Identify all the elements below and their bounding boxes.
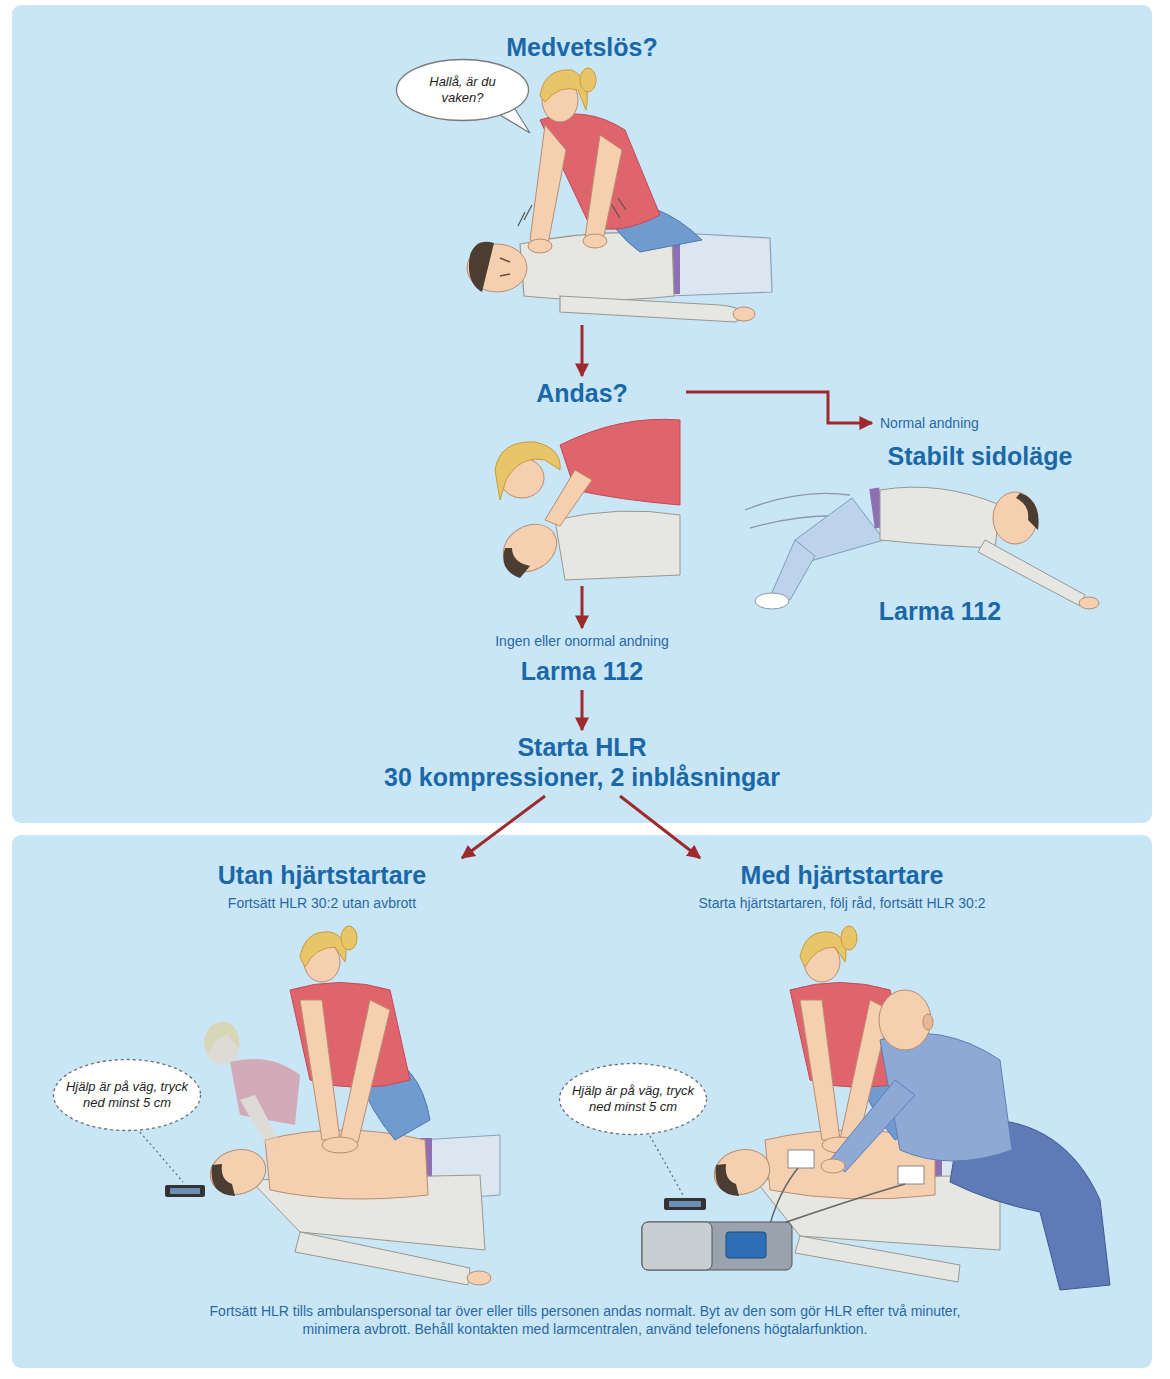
illustration-part <box>800 932 846 967</box>
illustration-part <box>788 1150 814 1168</box>
speech-text: Hallå, är du vaken? <box>413 74 513 106</box>
step-box: Medvetslös? Hallå, är du vaken? <box>390 28 785 325</box>
illustration-part <box>340 1000 390 1142</box>
footer-note: Fortsätt HLR tills ambulanspersonal tar … <box>180 1302 990 1338</box>
illustration-part <box>664 1198 706 1210</box>
illustration-part <box>923 1014 933 1030</box>
illustration-part <box>800 1000 840 1140</box>
step-note: Ingen eller onormal andning <box>495 632 669 650</box>
step-heading: Utan hjärtstartare <box>218 860 426 890</box>
step-note: Fortsätt HLR 30:2 utan avbrott <box>228 894 416 912</box>
illustration-part <box>500 258 510 276</box>
illustration-part <box>770 540 815 600</box>
step-heading: Starta HLR <box>517 732 646 762</box>
illustration-part <box>341 926 357 950</box>
illustration-part <box>495 442 560 500</box>
flow-arrow <box>620 796 700 858</box>
illustration-part <box>495 515 565 581</box>
illustration-part <box>1016 493 1039 530</box>
step-heading: Larma 112 <box>521 656 643 686</box>
step-heading: Larma 112 <box>879 596 1001 626</box>
illustration-part <box>322 1137 358 1153</box>
illustration-part <box>978 540 1085 606</box>
illustration-part <box>204 1022 300 1148</box>
illustration-part <box>795 1236 960 1282</box>
illustration-part <box>265 1130 428 1199</box>
illustration-part <box>585 135 622 240</box>
illustration-part <box>642 1222 712 1270</box>
illustration-part <box>583 234 607 248</box>
illustration-part <box>642 1222 792 1270</box>
illustration-part <box>841 926 857 950</box>
flow-arrow <box>581 325 584 376</box>
illustration-part <box>205 1144 270 1201</box>
cpr-with-aed-figure <box>642 926 1110 1290</box>
speech-bubble: Hjälp är på väg, tryck ned minst 5 cm <box>558 1062 708 1136</box>
recovery-position-figure <box>745 487 1099 609</box>
step-heading: Medvetslös? <box>506 32 657 62</box>
illustration-part <box>518 198 626 226</box>
step-heading: Andas? <box>536 378 628 408</box>
step-heading: 30 kompressioner, 2 inblåsningar <box>384 762 780 792</box>
illustration-part <box>745 493 850 510</box>
flow-arrow <box>686 392 872 423</box>
illustration-part <box>300 932 346 967</box>
illustration-part <box>733 307 755 321</box>
illustration-part <box>770 1168 905 1226</box>
illustration-part <box>821 1159 845 1173</box>
step-box: Med hjärtstartareStarta hjärtstartaren, … <box>555 858 1125 1298</box>
illustration-part <box>560 296 748 322</box>
illustration-part <box>709 1144 774 1201</box>
step-box: Andas? <box>478 376 686 586</box>
illustration-part <box>503 548 530 578</box>
bubble-ellipse <box>560 1064 707 1135</box>
step-box: Starta HLR30 kompressioner, 2 inblåsning… <box>330 730 834 796</box>
illustration-part <box>530 125 566 244</box>
illustration-part <box>165 1185 205 1197</box>
step-heading: Med hjärtstartare <box>741 860 944 890</box>
flow-arrow <box>581 690 584 730</box>
illustration-part <box>880 487 1000 548</box>
illustration-part <box>240 1095 280 1148</box>
illustration-part <box>204 1022 239 1055</box>
illustration-part <box>1079 597 1099 609</box>
illustration-part <box>170 1188 200 1194</box>
illustration-part <box>300 1000 340 1140</box>
check-breathing-figure <box>495 419 680 581</box>
illustration-part <box>580 68 596 92</box>
illustration-part <box>830 1080 915 1172</box>
illustration-part <box>295 1232 470 1285</box>
illustration-part <box>555 511 680 580</box>
illustration-part <box>469 242 494 292</box>
step-box: Ingen eller onormal andningLarma 112 <box>440 628 724 690</box>
illustration-part <box>650 1136 683 1195</box>
flow-arrow <box>462 796 545 858</box>
step-box: Utan hjärtstartareFortsätt HLR 30:2 utan… <box>50 858 520 1298</box>
illustration-part <box>669 1201 701 1207</box>
illustration-part <box>898 1166 924 1184</box>
speech-bubble: Hjälp är på väg, tryck ned minst 5 cm <box>52 1058 202 1132</box>
step-heading: Stabilt sidoläge <box>888 441 1073 471</box>
speech-bubble: Hallå, är du vaken? <box>395 58 530 122</box>
illustration-part <box>140 1132 183 1182</box>
step-note: Starta hjärtstartaren, följ råd, fortsät… <box>698 894 985 912</box>
illustration-part <box>715 1164 739 1196</box>
illustration-part <box>545 470 592 526</box>
illustration-part <box>726 1232 766 1258</box>
bubble-ellipse <box>54 1060 201 1131</box>
illustration-part <box>211 1164 235 1196</box>
edge-label: Normal andning <box>880 414 979 432</box>
step-box: Stabilt sidolägeLarma 112 <box>872 405 1107 630</box>
illustration-part <box>467 1271 491 1285</box>
speech-text: Hjälp är på väg, tryck ned minst 5 cm <box>62 1079 192 1111</box>
speech-text: Hjälp är på väg, tryck ned minst 5 cm <box>568 1083 698 1115</box>
bubble-ellipse <box>397 60 529 121</box>
flow-arrow <box>581 586 584 628</box>
illustration-part <box>528 239 552 253</box>
illustration-part <box>755 593 789 609</box>
